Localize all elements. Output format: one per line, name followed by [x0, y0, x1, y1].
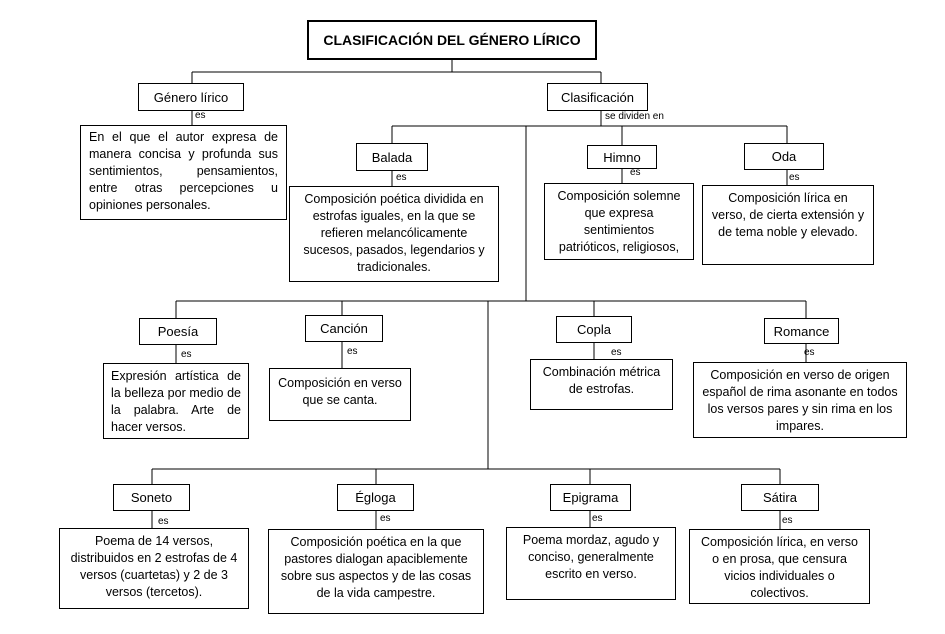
connector-es: es	[396, 172, 407, 183]
connector-es: es	[630, 167, 641, 178]
connector-es: es	[804, 347, 815, 358]
node-genero-lirico: Género lírico	[138, 83, 244, 111]
node-satira: Sátira	[741, 484, 819, 511]
connector-es: es	[347, 346, 358, 357]
diagram-title: CLASIFICACIÓN DEL GÉNERO LÍRICO	[307, 20, 597, 60]
desc-balada: Composición poética dividida en estrofas…	[289, 186, 499, 282]
desc-romance: Composición en verso de origen español d…	[693, 362, 907, 438]
node-cancion: Canción	[305, 315, 383, 342]
node-epigrama: Epigrama	[550, 484, 631, 511]
node-copla: Copla	[556, 316, 632, 343]
connector-es: es	[380, 513, 391, 524]
desc-soneto: Poema de 14 versos, distribuidos en 2 es…	[59, 528, 249, 609]
connector-es: es	[195, 110, 206, 121]
desc-egloga: Composición poética en la que pastores d…	[268, 529, 484, 614]
desc-copla: Combinación métrica de estrofas.	[530, 359, 673, 410]
desc-satira: Composición lírica, en verso o en prosa,…	[689, 529, 870, 604]
node-egloga: Égloga	[337, 484, 414, 511]
node-himno: Himno	[587, 145, 657, 169]
node-clasificacion: Clasificación	[547, 83, 648, 111]
desc-cancion: Composición en verso que se canta.	[269, 368, 411, 421]
node-poesia: Poesía	[139, 318, 217, 345]
connector-es: es	[181, 349, 192, 360]
connector-es: es	[611, 347, 622, 358]
desc-genero-lirico: En el que el autor expresa de manera con…	[80, 125, 287, 220]
node-balada: Balada	[356, 143, 428, 171]
desc-poesia: Expresión artística de la belleza por me…	[103, 363, 249, 439]
desc-himno: Composición solemne que expresa sentimie…	[544, 183, 694, 260]
desc-epigrama: Poema mordaz, agudo y conciso, generalme…	[506, 527, 676, 600]
connector-es: es	[782, 515, 793, 526]
node-romance: Romance	[764, 318, 839, 344]
node-soneto: Soneto	[113, 484, 190, 511]
connector-es: es	[158, 516, 169, 527]
desc-oda: Composición lírica en verso, de cierta e…	[702, 185, 874, 265]
connector-es: es	[789, 172, 800, 183]
connector-es: es	[592, 513, 603, 524]
connector-se-dividen-en: se dividen en	[605, 111, 664, 122]
node-oda: Oda	[744, 143, 824, 170]
